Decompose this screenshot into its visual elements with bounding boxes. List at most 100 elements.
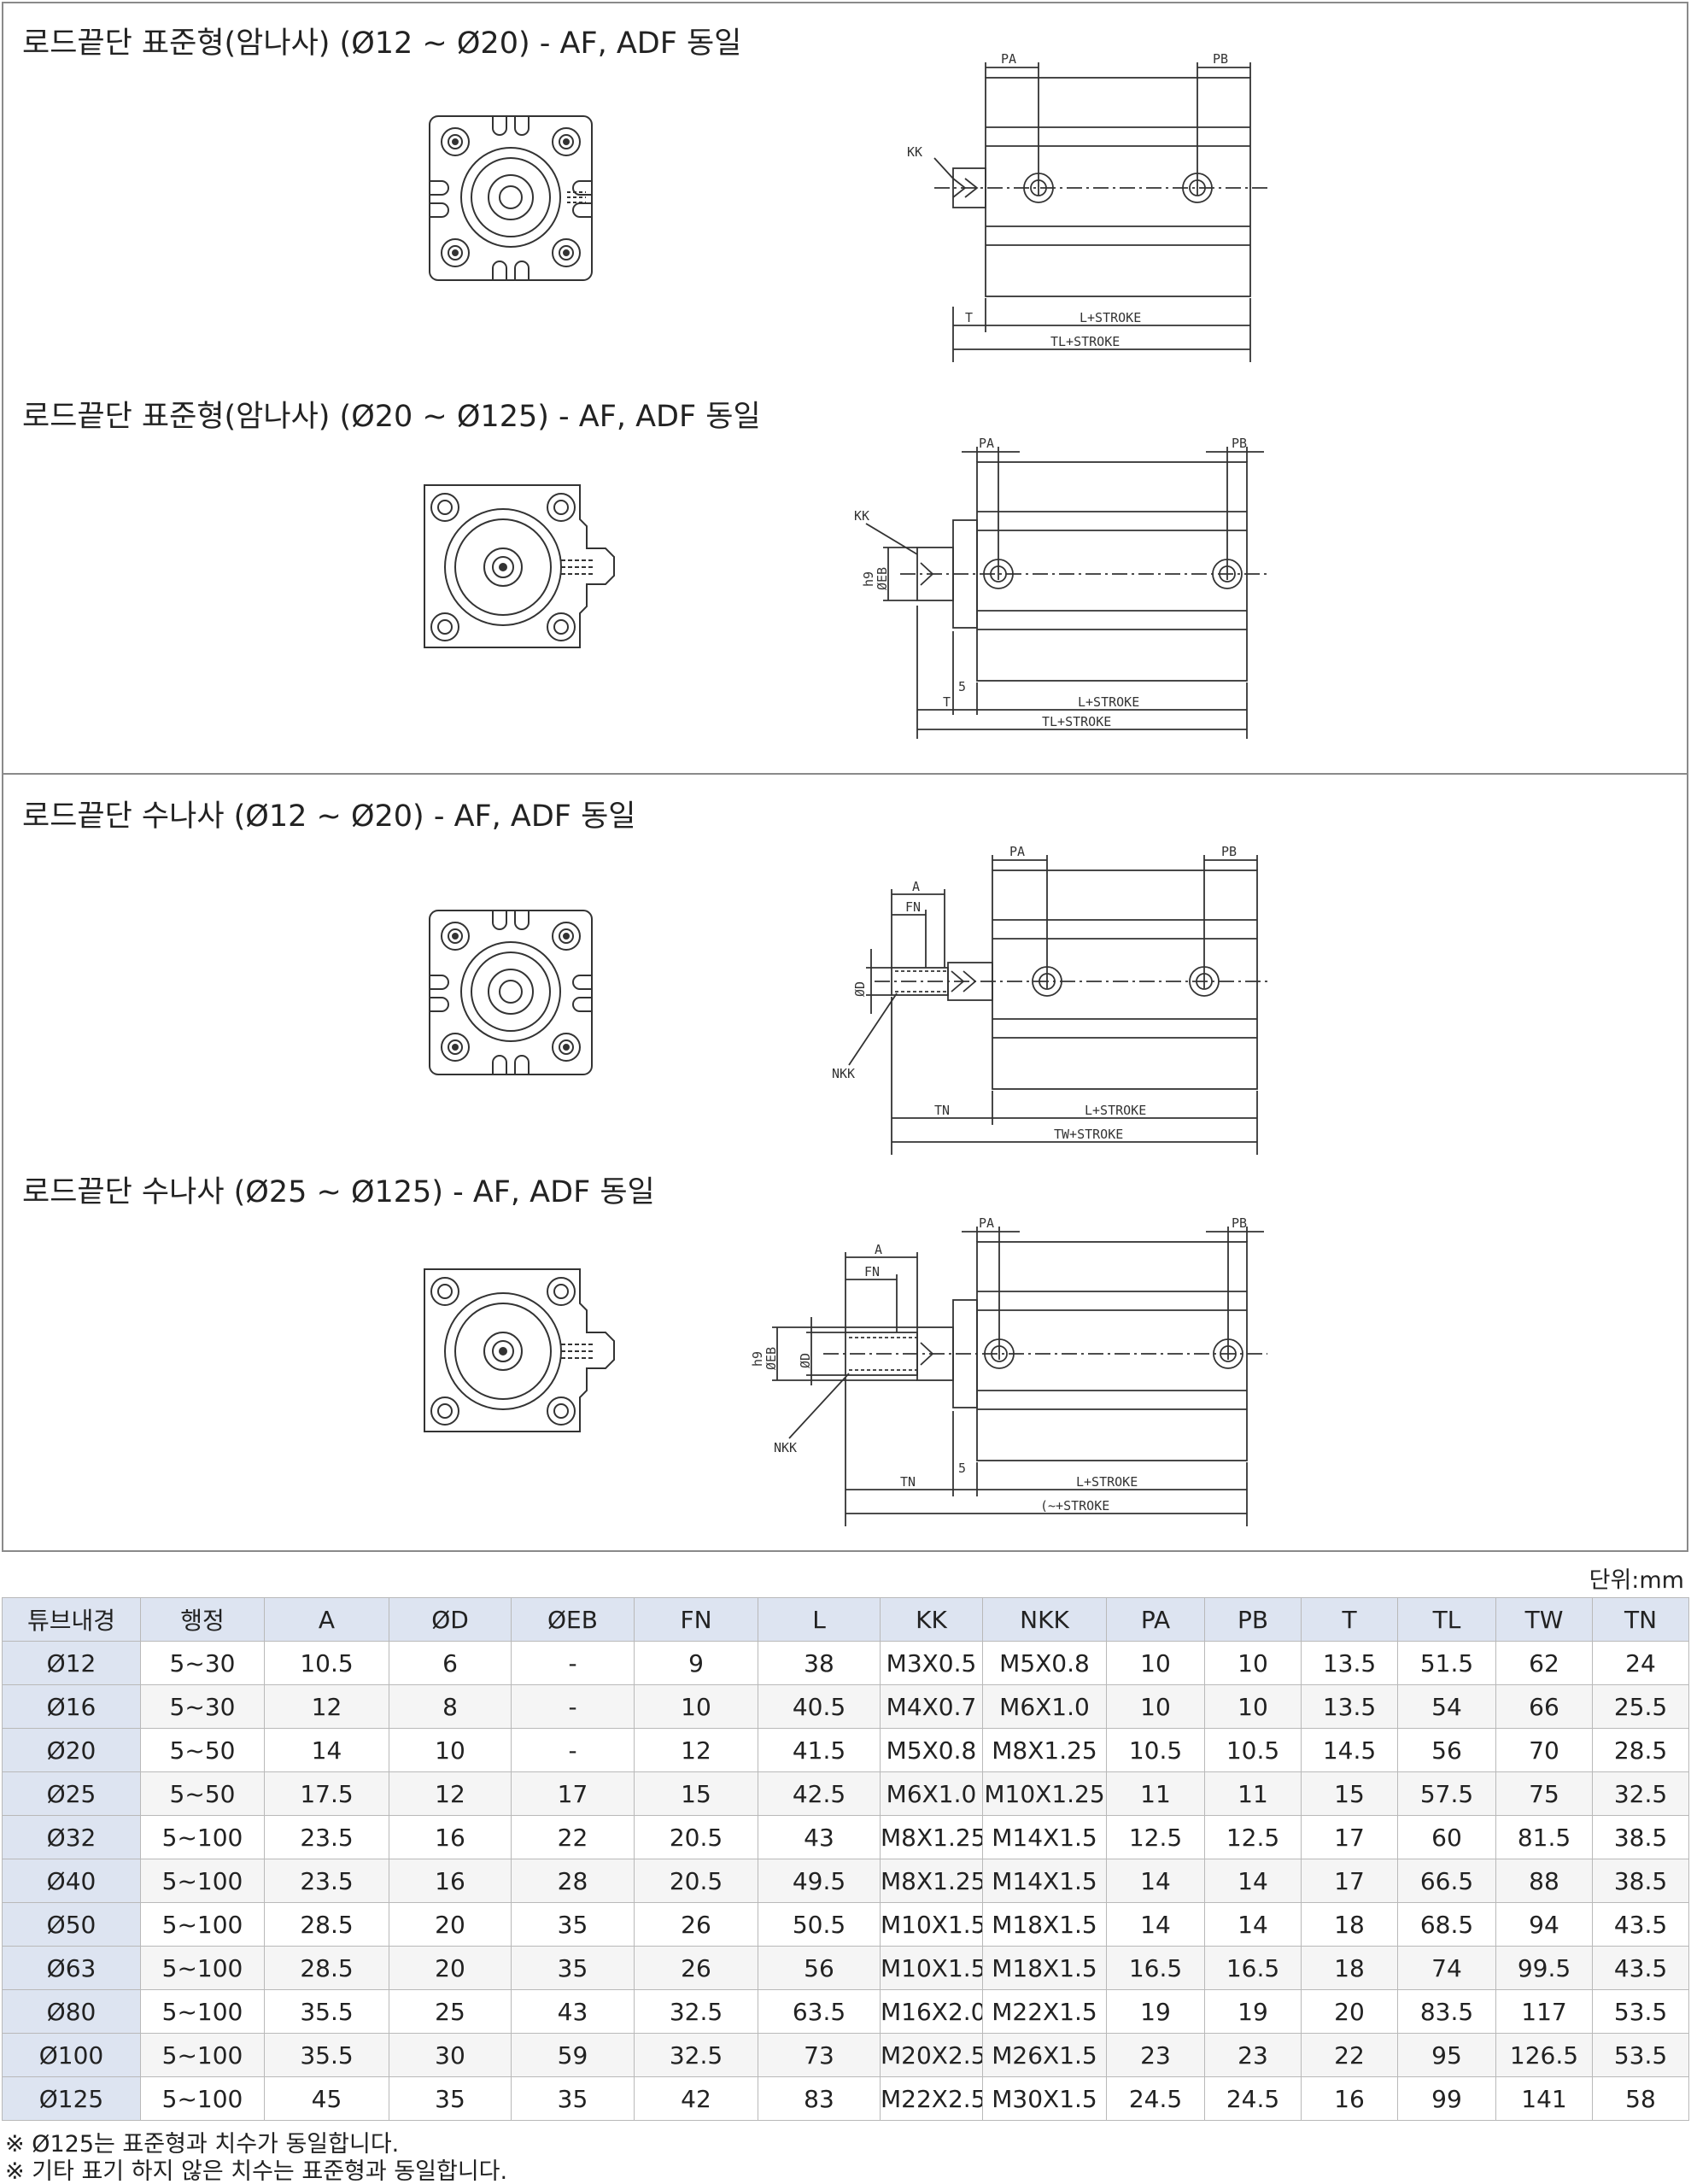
table-cell: 73 <box>758 2033 881 2077</box>
table-cell: 51.5 <box>1397 1641 1496 1685</box>
table-cell: M22X2.5 <box>880 2076 983 2121</box>
tube-bore-cell: Ø40 <box>2 1859 141 1903</box>
column-header: PA <box>1106 1597 1205 1642</box>
table-cell: 10.5 <box>1106 1728 1205 1772</box>
table-cell: M10X1.5 <box>880 1946 983 1990</box>
table-cell: 59 <box>511 2033 635 2077</box>
table-cell: M10X1.25 <box>982 1771 1107 1816</box>
table-cell: 66 <box>1495 1684 1593 1729</box>
table-cell: 95 <box>1397 2033 1496 2077</box>
table-cell: 10 <box>1106 1641 1205 1685</box>
column-header: T <box>1301 1597 1398 1642</box>
table-cell: 10 <box>634 1684 758 1729</box>
table-cell: M18X1.5 <box>982 1902 1107 1947</box>
t-label: T <box>943 694 951 710</box>
table-cell: 16.5 <box>1204 1946 1302 1990</box>
side-view-drawing-1: PA PB KK T L+STROKE TL+STROKE <box>875 50 1267 366</box>
table-cell: 5~30 <box>140 1684 265 1729</box>
table-cell: 54 <box>1397 1684 1496 1729</box>
tl-stroke-label: TL+STROKE <box>1050 334 1120 349</box>
table-cell: 14 <box>1106 1902 1205 1947</box>
table-cell: 14 <box>1204 1859 1302 1903</box>
table-cell: 6 <box>389 1641 512 1685</box>
pb-label: PB <box>1213 51 1228 67</box>
table-cell: 20 <box>1301 1989 1398 2034</box>
column-header: FN <box>634 1597 758 1642</box>
table-cell: M14X1.5 <box>982 1859 1107 1903</box>
table-cell: 8 <box>389 1684 512 1729</box>
side-view-drawing-2: PA PB KK h9 ØEB 5 T L+STROKE TL+STROKE <box>849 435 1276 742</box>
table-cell: 56 <box>758 1946 881 1990</box>
tn-label: TN <box>934 1103 950 1118</box>
table-cell: 5~50 <box>140 1728 265 1772</box>
table-cell: 10.5 <box>264 1641 389 1685</box>
table-cell: M6X1.0 <box>982 1684 1107 1729</box>
table-cell: M4X0.7 <box>880 1684 983 1729</box>
table-cell: 17 <box>1301 1859 1398 1903</box>
l-stroke-label: L+STROKE <box>1078 694 1139 710</box>
table-cell: 20.5 <box>634 1815 758 1859</box>
table-cell: 43 <box>511 1989 635 2034</box>
table-cell: 35.5 <box>264 1989 389 2034</box>
table-cell: M18X1.5 <box>982 1946 1107 1990</box>
table-cell: M30X1.5 <box>982 2076 1107 2121</box>
table-cell: 5~100 <box>140 1902 265 1947</box>
table-cell: 11 <box>1204 1771 1302 1816</box>
table-cell: 25 <box>389 1989 512 2034</box>
table-cell: 14 <box>1106 1859 1205 1903</box>
table-cell: M16X2.0 <box>880 1989 983 2034</box>
table-cell: 12 <box>389 1771 512 1816</box>
table-cell: 26 <box>634 1946 758 1990</box>
table-cell: M6X1.0 <box>880 1771 983 1816</box>
table-cell: M5X0.8 <box>880 1728 983 1772</box>
table-cell: - <box>511 1684 635 1729</box>
tube-bore-cell: Ø16 <box>2 1684 141 1729</box>
table-cell: 32.5 <box>634 1989 758 2034</box>
table-cell: 83 <box>758 2076 881 2121</box>
tube-bore-cell: Ø63 <box>2 1946 141 1990</box>
table-cell: 5~100 <box>140 1989 265 2034</box>
table-cell: 88 <box>1495 1859 1593 1903</box>
front-view-drawing-4 <box>418 1266 623 1437</box>
table-cell: 83.5 <box>1397 1989 1496 2034</box>
table-cell: 74 <box>1397 1946 1496 1990</box>
table-cell: 126.5 <box>1495 2033 1593 2077</box>
table-cell: M22X1.5 <box>982 1989 1107 2034</box>
table-cell: 81.5 <box>1495 1815 1593 1859</box>
table-cell: 14 <box>1204 1902 1302 1947</box>
table-cell: 15 <box>1301 1771 1398 1816</box>
unit-note: 단위:mm <box>1589 1567 1684 1594</box>
table-cell: 5~100 <box>140 2033 265 2077</box>
table-cell: 23 <box>1106 2033 1205 2077</box>
table-cell: 17.5 <box>264 1771 389 1816</box>
eb-label: ØEB <box>764 1347 779 1370</box>
table-cell: M5X0.8 <box>982 1641 1107 1685</box>
table-cell: 68.5 <box>1397 1902 1496 1947</box>
table-cell: 94 <box>1495 1902 1593 1947</box>
table-cell: M8X1.25 <box>880 1815 983 1859</box>
table-cell: 18 <box>1301 1902 1398 1947</box>
kk-label: KK <box>854 508 869 524</box>
table-cell: 35 <box>511 2076 635 2121</box>
table-cell: 38 <box>758 1641 881 1685</box>
table-cell: 26 <box>634 1902 758 1947</box>
table-cell: 16 <box>389 1815 512 1859</box>
pb-label: PB <box>1232 1215 1247 1231</box>
tilde-stroke-label: (~+STROKE <box>1040 1498 1109 1514</box>
table-cell: 42.5 <box>758 1771 881 1816</box>
table-cell: 60 <box>1397 1815 1496 1859</box>
l-stroke-label: L+STROKE <box>1076 1474 1138 1490</box>
tube-bore-cell: Ø125 <box>2 2076 141 2121</box>
tube-bore-cell: Ø50 <box>2 1902 141 1947</box>
table-cell: 11 <box>1106 1771 1205 1816</box>
table-cell: 24 <box>1592 1641 1689 1685</box>
table-cell: M8X1.25 <box>982 1728 1107 1772</box>
table-cell: 30 <box>389 2033 512 2077</box>
column-header: KK <box>880 1597 983 1642</box>
table-cell: 10.5 <box>1204 1728 1302 1772</box>
